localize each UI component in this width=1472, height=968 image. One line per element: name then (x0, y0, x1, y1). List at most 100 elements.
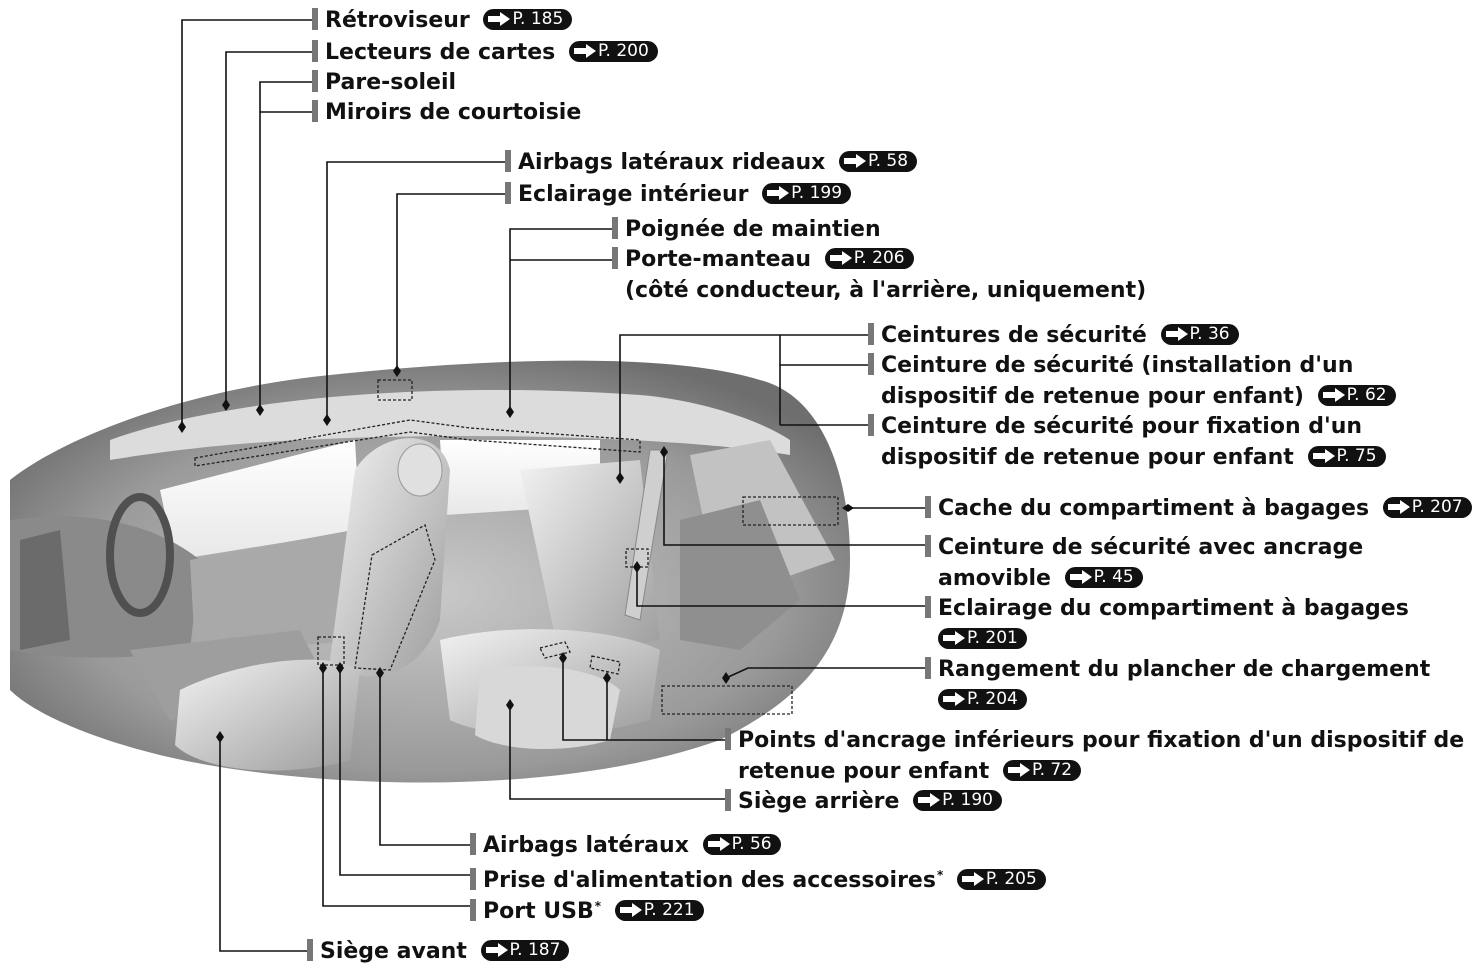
label-text: Miroirs de courtoisie (325, 100, 582, 125)
label-text: Ceinture de sécurité (installation d'un (881, 353, 1354, 378)
label-text: Siège avant (320, 939, 467, 964)
page-ref-text: P. 207 (1411, 496, 1463, 517)
label-lecteurs-de-cartes: Lecteurs de cartes P. 200 (312, 37, 658, 68)
page-ref-button[interactable]: P. 206 (824, 247, 914, 269)
arrow-right-icon (767, 186, 790, 200)
label-port-usb: Port USB* P. 221 (470, 891, 704, 927)
label-text: Ceintures de sécurité (881, 323, 1147, 348)
page-ref-button[interactable]: P. 190 (913, 789, 1002, 811)
page-ref-text: P. 200 (597, 40, 649, 61)
arrow-right-icon (1165, 327, 1188, 341)
label-bar (505, 182, 511, 204)
label-bar (925, 596, 931, 618)
page-ref-button[interactable]: P. 58 (838, 150, 918, 172)
arrow-right-icon (918, 793, 941, 807)
label-airbags-lateraux: Airbags latéraux P. 56 (470, 830, 781, 861)
label-retroviseur: Rétroviseur P. 185 (312, 5, 573, 36)
page-ref-button[interactable]: P. 36 (1160, 323, 1239, 345)
label-bar (312, 8, 318, 30)
label-text-line2: dispositif de retenue pour enfant) (881, 384, 1304, 409)
arrow-right-icon (843, 154, 866, 168)
label-text: Pare-soleil (325, 70, 457, 95)
page-ref-button[interactable]: P. 201 (938, 627, 1027, 649)
label-pare-soleil: Pare-soleil (312, 67, 456, 98)
label-bar (312, 40, 318, 62)
label-poignee: Poignée de maintien (612, 214, 881, 245)
car-interior-diagram: Rétroviseur P. 185 Lecteurs de cartes P.… (10, 5, 1472, 967)
label-text: Ceinture de sécurité pour fixation d'un (881, 414, 1363, 439)
page-ref-button[interactable]: P. 207 (1382, 496, 1472, 518)
label-text: Rangement du plancher de chargement (938, 657, 1431, 682)
label-text-line2: (côté conducteur, à l'arrière, uniquemen… (625, 278, 1147, 303)
page-ref-button[interactable]: P. 221 (614, 899, 704, 921)
page-ref-button[interactable]: P. 62 (1317, 384, 1396, 406)
label-bar (470, 833, 476, 855)
arrow-right-icon (707, 837, 730, 851)
label-text-line2: retenue pour enfant (738, 759, 990, 784)
label-ceinture-amovible: Ceinture de sécurité avec ancrage amovib… (925, 532, 1363, 594)
page-ref-button[interactable]: P. 200 (568, 40, 658, 62)
page-ref-button[interactable]: P. 56 (702, 833, 781, 855)
label-prise-alimentation: Prise d'alimentation des accessoires* P.… (470, 860, 1046, 896)
label-text: Lecteurs de cartes (325, 40, 556, 65)
page-ref-button[interactable]: P. 205 (956, 868, 1046, 890)
label-siege-avant: Siège avant P. 187 (307, 936, 570, 967)
label-text-line2: dispositif de retenue pour enfant (881, 445, 1294, 470)
page-ref-text: P. 204 (967, 688, 1018, 709)
label-bar (612, 247, 618, 269)
page-ref-button[interactable]: P. 75 (1307, 445, 1386, 467)
arrow-right-icon (485, 943, 508, 957)
label-siege-arriere: Siège arrière P. 190 (725, 786, 1002, 817)
arrow-right-icon (1008, 763, 1030, 777)
arrow-right-icon (619, 903, 642, 917)
label-text: Cache du compartiment à bagages (938, 496, 1370, 521)
page-ref-button[interactable]: P. 185 (483, 8, 573, 30)
arrow-right-icon (829, 251, 852, 265)
label-bar (868, 353, 874, 375)
page-ref-button[interactable]: P. 72 (1003, 759, 1082, 781)
label-bar (307, 939, 313, 961)
page-ref-button[interactable]: P. 199 (762, 182, 852, 204)
page-ref-button[interactable]: P. 45 (1064, 566, 1143, 588)
arrow-right-icon (943, 631, 965, 645)
page-ref-text: P. 75 (1336, 445, 1377, 466)
label-bar (868, 414, 874, 436)
label-bar (725, 789, 731, 811)
page-ref-text: P. 62 (1346, 384, 1387, 405)
arrow-right-icon (1322, 388, 1345, 402)
label-text: Ceinture de sécurité avec ancrage (938, 535, 1364, 560)
label-points-ancrage: Points d'ancrage inférieurs pour fixatio… (725, 725, 1464, 787)
page-ref-text: P. 199 (791, 182, 843, 203)
label-bar (470, 899, 476, 921)
label-porte-manteau: Porte-manteau P. 206 (côté conducteur, à… (612, 244, 1146, 306)
page-ref-button[interactable]: P. 187 (480, 939, 570, 961)
label-cache-bagages: Cache du compartiment à bagages P. 207 (925, 493, 1472, 524)
page-ref-text: P. 190 (942, 789, 993, 810)
label-bar (505, 150, 511, 172)
page-ref-text: P. 45 (1093, 566, 1134, 587)
page-ref-button[interactable]: P. 204 (938, 688, 1027, 710)
label-rangement: Rangement du plancher de chargement P. 2… (925, 654, 1430, 716)
label-text: Rétroviseur (325, 8, 470, 33)
label-ceinture-fixation: Ceinture de sécurité pour fixation d'un … (868, 411, 1386, 473)
label-eclairage-interieur: Eclairage intérieur P. 199 (505, 179, 852, 210)
label-text: Prise d'alimentation des accessoires (483, 868, 936, 893)
arrow-right-icon (1069, 570, 1092, 584)
page-ref-text: P. 185 (512, 8, 564, 29)
arrow-right-icon (1387, 500, 1410, 514)
asterisk-note: * (936, 868, 944, 882)
label-ceintures: Ceintures de sécurité P. 36 (868, 320, 1239, 351)
arrow-right-icon (943, 692, 965, 706)
label-ceinture-installation: Ceinture de sécurité (installation d'un … (868, 350, 1396, 412)
label-bar (925, 535, 931, 557)
label-text: Points d'ancrage inférieurs pour fixatio… (738, 728, 1465, 753)
page-ref-text: P. 72 (1032, 759, 1073, 780)
arrow-right-icon (961, 872, 984, 886)
label-bar (312, 100, 318, 122)
label-text: Siège arrière (738, 789, 900, 814)
label-text: Airbags latéraux (483, 833, 689, 858)
label-text: Poignée de maintien (625, 217, 881, 242)
label-bar (312, 70, 318, 92)
label-text: Eclairage intérieur (518, 182, 749, 207)
label-bar (612, 217, 618, 239)
